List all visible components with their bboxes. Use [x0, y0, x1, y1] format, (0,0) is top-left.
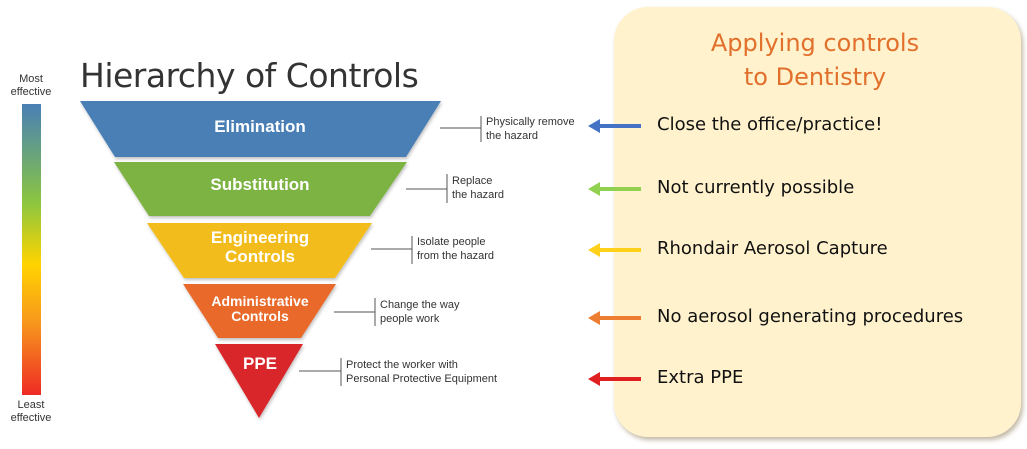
administrative-connector	[334, 298, 376, 326]
substitution-description-line-2: the hazard	[452, 189, 504, 201]
dentistry-panel	[614, 7, 1021, 437]
least-effective-line-1: Least	[17, 399, 45, 411]
engineering-description-line-1: Isolate people	[417, 236, 486, 248]
elimination-description-line-1: Physically remove	[486, 116, 575, 128]
least-effective-label: Least effective	[3, 399, 59, 425]
ppe-connector	[299, 358, 342, 386]
mapping-arrows	[588, 119, 641, 386]
administrative-label-line-2: Controls	[231, 308, 289, 325]
substitution-description: Replace the hazard	[452, 174, 504, 202]
diagram-title: Hierarchy of Controls	[80, 56, 419, 95]
substitution-label: Substitution	[160, 175, 360, 195]
administrative-description-line-1: Change the way	[380, 299, 460, 311]
most-effective-line-1: Most	[19, 73, 43, 85]
elimination-arrow	[588, 119, 641, 133]
ppe-description-line-2: Personal Protective Equipment	[346, 373, 498, 385]
elimination-description: Physically remove the hazard	[486, 115, 575, 143]
engineering-label-line-2: Controls	[225, 246, 295, 266]
most-effective-label: Most effective	[3, 73, 59, 99]
dentistry-item-engineering: Rhondair Aerosol Capture	[657, 238, 888, 259]
engineering-description: Isolate people from the hazard	[417, 235, 494, 263]
engineering-description-line-2: from the hazard	[417, 250, 495, 262]
elimination-description-line-2: the hazard	[486, 130, 538, 142]
substitution-label-line-1: Substitution	[210, 175, 310, 194]
substitution-tier	[114, 162, 407, 216]
administrative-controls-label: Administrative Controls	[180, 293, 340, 325]
ppe-description: Protect the worker with Personal Protect…	[346, 358, 497, 386]
hierarchy-pyramid	[80, 101, 482, 418]
panel-title-line-1: Applying controls	[710, 29, 920, 57]
panel-title: Applying controls to Dentistry	[680, 26, 950, 94]
ppe-label-line-1: PPE	[242, 354, 278, 373]
engineering-arrow	[588, 243, 641, 257]
dentistry-item-elimination: Close the office/practice!	[657, 114, 883, 135]
ppe-arrow	[588, 372, 641, 386]
elimination-label-line-1: Elimination	[214, 117, 306, 136]
engineering-label-line-1: Engineering	[210, 228, 310, 247]
administrative-arrow	[588, 311, 641, 325]
administrative-label-line-1: Administrative	[211, 293, 309, 309]
elimination-tier	[80, 101, 441, 157]
substitution-description-line-1: Replace	[452, 175, 493, 187]
dentistry-item-ppe: Extra PPE	[657, 367, 744, 388]
effectiveness-gradient-bar	[22, 104, 41, 395]
elimination-label: Elimination	[160, 117, 360, 137]
most-effective-line-2: effective	[10, 86, 52, 98]
substitution-connector	[406, 174, 448, 203]
dentistry-item-administrative: No aerosol generating procedures	[657, 306, 964, 327]
panel-title-line-2: to Dentistry	[743, 63, 887, 91]
engineering-controls-label: Engineering Controls	[160, 228, 360, 266]
ppe-description-line-1: Protect the worker with	[346, 359, 458, 371]
engineering-controls-tier	[147, 223, 372, 278]
substitution-arrow	[588, 182, 641, 196]
elimination-connector	[440, 116, 482, 142]
administrative-description-line-2: people work	[380, 313, 440, 325]
administrative-description: Change the way people work	[380, 298, 460, 326]
ppe-tier	[215, 344, 303, 418]
dentistry-item-substitution: Not currently possible	[657, 177, 855, 198]
engineering-connector	[371, 236, 413, 264]
administrative-controls-tier	[183, 284, 336, 338]
least-effective-line-2: effective	[10, 412, 52, 424]
ppe-label: PPE	[210, 354, 310, 374]
